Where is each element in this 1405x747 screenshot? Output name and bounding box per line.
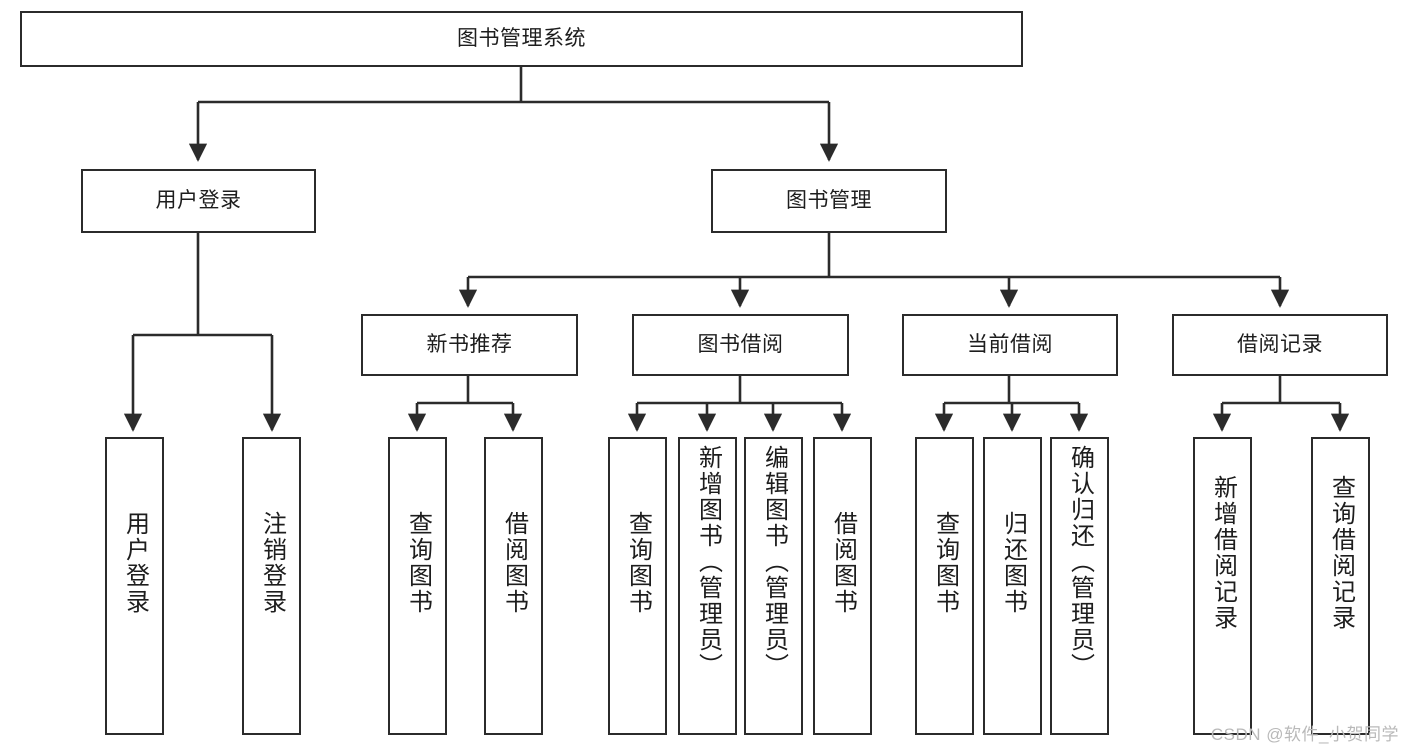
leaf-query-book-current[interactable]: 查询图书 bbox=[915, 437, 974, 735]
leaf-user-login[interactable]: 用户登录 bbox=[105, 437, 164, 735]
node-label: 查询图书 bbox=[624, 511, 652, 615]
node-root-system[interactable]: 图书管理系统 bbox=[20, 11, 1023, 67]
node-label: 新增图书（管理员） bbox=[694, 445, 722, 679]
node-label: 借阅记录 bbox=[1237, 333, 1323, 357]
leaf-borrow-book-recommend[interactable]: 借阅图书 bbox=[484, 437, 543, 735]
node-label: 图书借阅 bbox=[697, 333, 784, 357]
node-label: 图书管理系统 bbox=[457, 27, 586, 51]
leaf-confirm-return-admin[interactable]: 确认归还（管理员） bbox=[1050, 437, 1109, 735]
node-label: 确认归还（管理员） bbox=[1066, 445, 1094, 679]
leaf-query-book-recommend[interactable]: 查询图书 bbox=[388, 437, 447, 735]
leaf-borrow-book[interactable]: 借阅图书 bbox=[813, 437, 872, 735]
node-book-management[interactable]: 图书管理 bbox=[711, 169, 947, 233]
node-user-login[interactable]: 用户登录 bbox=[81, 169, 316, 233]
node-label: 新书推荐 bbox=[426, 333, 513, 357]
node-current-borrow[interactable]: 当前借阅 bbox=[902, 314, 1118, 376]
node-borrow-record[interactable]: 借阅记录 bbox=[1172, 314, 1388, 376]
leaf-logout[interactable]: 注销登录 bbox=[242, 437, 301, 735]
node-label: 用户登录 bbox=[155, 189, 242, 213]
node-label: 查询图书 bbox=[931, 511, 959, 615]
node-label: 归还图书 bbox=[999, 511, 1027, 615]
node-label: 编辑图书（管理员） bbox=[760, 445, 788, 679]
node-label: 新增借阅记录 bbox=[1209, 475, 1237, 631]
node-book-borrow[interactable]: 图书借阅 bbox=[632, 314, 849, 376]
leaf-edit-book-admin[interactable]: 编辑图书（管理员） bbox=[744, 437, 803, 735]
node-label: 当前借阅 bbox=[967, 333, 1053, 357]
node-label: 查询借阅记录 bbox=[1327, 475, 1355, 631]
leaf-add-borrow-record[interactable]: 新增借阅记录 bbox=[1193, 437, 1252, 735]
leaf-query-borrow-record[interactable]: 查询借阅记录 bbox=[1311, 437, 1370, 735]
node-label: 借阅图书 bbox=[829, 511, 857, 615]
leaf-add-book-admin[interactable]: 新增图书（管理员） bbox=[678, 437, 737, 735]
node-label: 用户登录 bbox=[121, 511, 149, 615]
node-new-book-recommend[interactable]: 新书推荐 bbox=[361, 314, 578, 376]
leaf-query-book-borrow[interactable]: 查询图书 bbox=[608, 437, 667, 735]
node-label: 注销登录 bbox=[258, 511, 286, 615]
leaf-return-book[interactable]: 归还图书 bbox=[983, 437, 1042, 735]
node-label: 借阅图书 bbox=[500, 511, 528, 615]
node-label: 图书管理 bbox=[786, 189, 872, 213]
csdn-watermark: CSDN @软件_小贺同学 bbox=[1210, 725, 1399, 744]
node-label: 查询图书 bbox=[404, 511, 432, 615]
